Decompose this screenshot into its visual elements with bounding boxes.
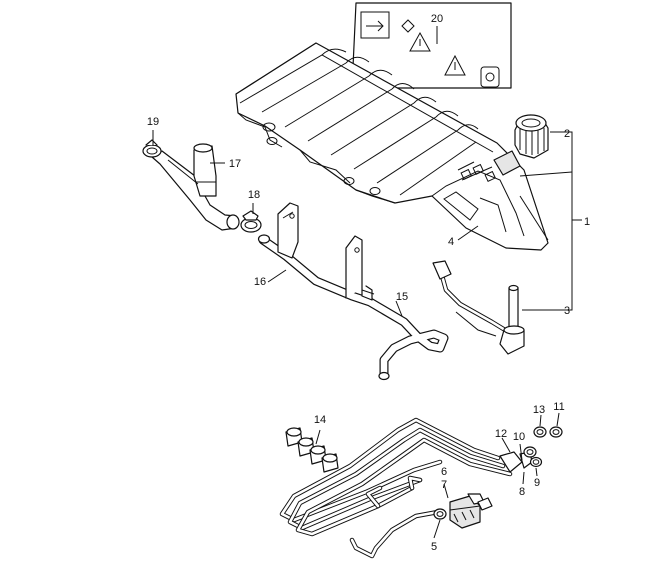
callout-5: 5 bbox=[431, 541, 437, 553]
callout-4: 4 bbox=[448, 236, 454, 248]
hose-clamp-set bbox=[285, 427, 339, 473]
hose-clip bbox=[142, 139, 162, 158]
callout-6: 6 bbox=[441, 466, 447, 478]
level-sensor bbox=[432, 260, 525, 355]
callout-14: 14 bbox=[314, 414, 326, 426]
filler-cap bbox=[514, 114, 549, 159]
hose-clip bbox=[433, 508, 447, 520]
control-valve bbox=[449, 493, 493, 529]
pipe-bracket bbox=[277, 202, 299, 259]
callout-1: 1 bbox=[584, 216, 590, 228]
warning-label-icon bbox=[360, 11, 390, 39]
hose-clip bbox=[523, 446, 537, 458]
warning-triangle-icon bbox=[409, 31, 431, 52]
hose-clamp bbox=[321, 453, 339, 473]
manual-book-icon bbox=[480, 66, 500, 88]
callout-7: 7 bbox=[441, 479, 447, 491]
hand-icon bbox=[401, 19, 415, 33]
pipe-bracket bbox=[345, 235, 375, 301]
expansion-tank bbox=[235, 42, 549, 251]
callout-20: 20 bbox=[431, 13, 443, 25]
callout-11: 11 bbox=[553, 401, 564, 413]
callout-19: 19 bbox=[147, 116, 159, 128]
hose-clip bbox=[533, 426, 547, 438]
callout-10: 10 bbox=[513, 431, 525, 443]
callout-12: 12 bbox=[495, 428, 507, 440]
callout-13: 13 bbox=[533, 404, 545, 416]
leader-lines bbox=[152, 26, 582, 539]
hose-clip bbox=[549, 426, 563, 438]
callout-labels: 1 2 3 4 5 6 7 8 9 10 11 12 13 14 15 16 1… bbox=[147, 13, 590, 553]
warning-label bbox=[351, 2, 512, 89]
hose-clip bbox=[240, 210, 262, 233]
callout-3: 3 bbox=[564, 305, 570, 317]
hose-clip bbox=[529, 456, 543, 468]
lower-hose-pack bbox=[279, 417, 533, 559]
callout-16: 16 bbox=[254, 276, 266, 288]
upper-hose-assembly bbox=[151, 143, 240, 231]
callout-2: 2 bbox=[564, 128, 570, 140]
warning-triangle-icon bbox=[444, 54, 466, 76]
callout-9: 9 bbox=[534, 477, 540, 489]
callout-17: 17 bbox=[229, 158, 241, 170]
callout-15: 15 bbox=[396, 291, 408, 303]
callout-18: 18 bbox=[248, 189, 260, 201]
coolant-pipe bbox=[257, 234, 449, 381]
callout-8: 8 bbox=[519, 486, 525, 498]
